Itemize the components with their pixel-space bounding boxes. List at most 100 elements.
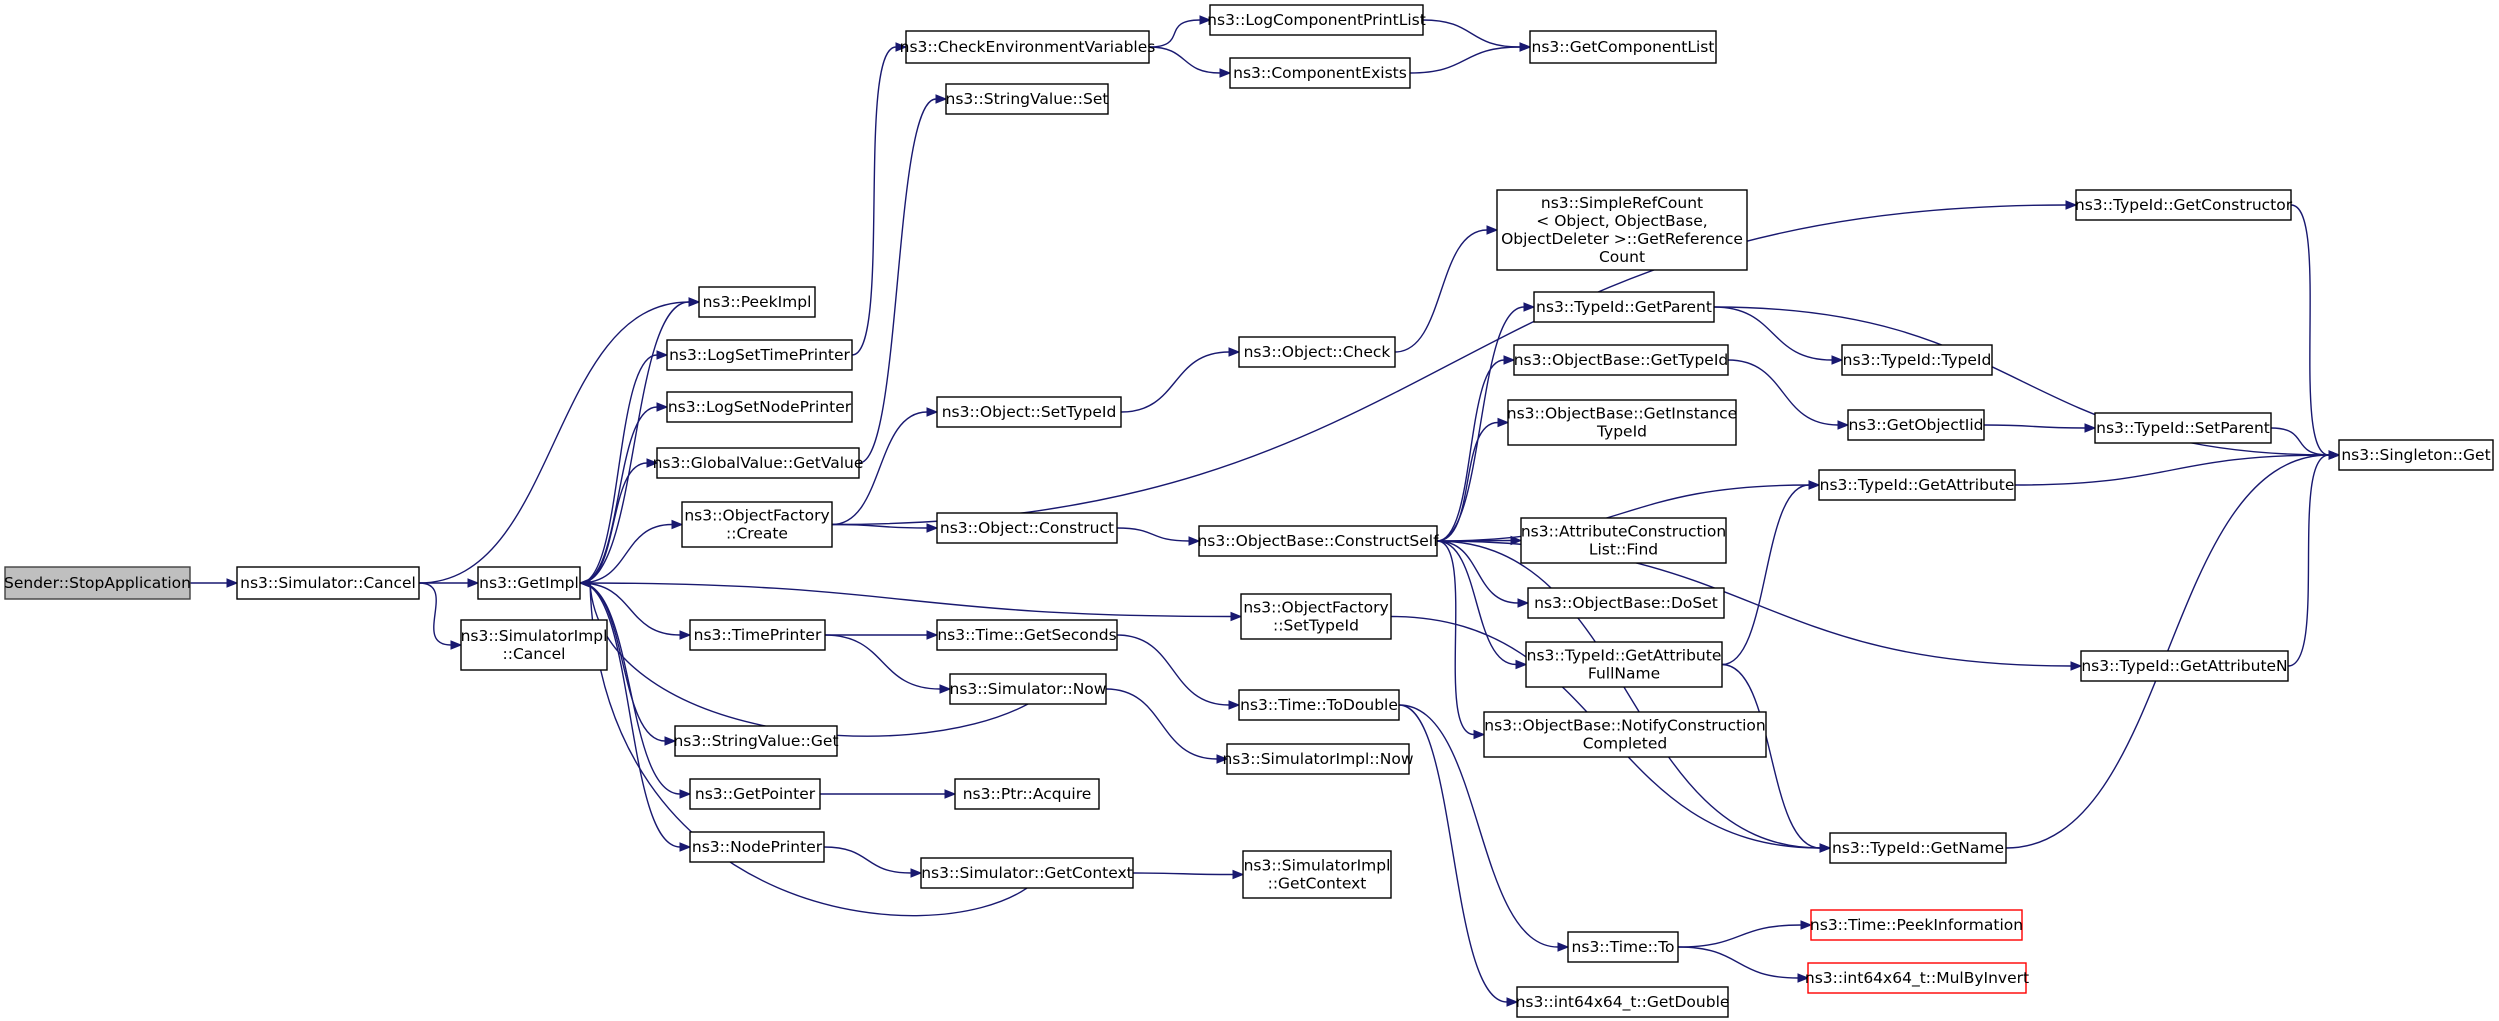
node-strget[interactable]: ns3::StringValue::Get (673, 725, 839, 757)
node-box (920, 857, 1134, 889)
node-label: ns3::int64x64_t::MulByInvert (1805, 969, 2029, 988)
edge-arrowhead (1473, 729, 1486, 740)
edge-n_timeprinter-to-n_simnow (824, 634, 952, 694)
node-simimplnow[interactable]: ns3::SimulatorImpl::Now (1222, 743, 1414, 775)
edge-line (2290, 204, 2330, 456)
edge-n_simgetcontext-to-n_getimpl (578, 578, 1028, 917)
edge-arrowhead (939, 684, 952, 694)
node-getcomplist[interactable]: ns3::GetComponentList (1529, 30, 1717, 64)
node-ofsettypeid[interactable]: ns3::ObjectFactory::SetTypeId (1240, 593, 1392, 640)
node-label: TypeId (1596, 423, 1647, 441)
edge-line (1436, 306, 1525, 542)
node-obconstructself[interactable]: ns3::ObjectBase::ConstructSelf (1197, 525, 1439, 557)
node-ofcreate[interactable]: ns3::ObjectFactory::Create (681, 501, 833, 548)
node-obdoset[interactable]: ns3::ObjectBase::DoSet (1527, 587, 1725, 619)
edge-line (418, 582, 452, 646)
node-timeprinter[interactable]: ns3::TimePrinter (689, 619, 826, 651)
node-timepeekinfo[interactable]: ns3::Time::PeekInformation (1810, 909, 2023, 941)
node-objsettypeid[interactable]: ns3::Object::SetTypeId (936, 396, 1122, 428)
node-timetodouble[interactable]: ns3::Time::ToDouble (1238, 689, 1400, 721)
node-tidtypeid[interactable]: ns3::TypeId::TypeId (1841, 344, 1993, 376)
node-simimplgetcontext[interactable]: ns3::SimulatorImpl::GetContext (1242, 850, 1392, 899)
node-tidgetattribute[interactable]: ns3::TypeId::GetAttribute (1818, 469, 2016, 501)
node-ptracquire[interactable]: ns3::Ptr::Acquire (954, 778, 1100, 810)
node-simnow[interactable]: ns3::Simulator::Now (949, 673, 1107, 705)
edge-line (1677, 946, 1799, 979)
edge-line (1148, 46, 1221, 74)
edge-line (1436, 540, 1821, 849)
node-timeto[interactable]: ns3::Time::To (1567, 931, 1679, 963)
edge-arrowhead (935, 94, 948, 104)
node-getobjectiid[interactable]: ns3::GetObjectIid (1847, 409, 1985, 441)
node-box (681, 501, 833, 548)
node-simplerefcount[interactable]: ns3::SimpleRefCount< Object, ObjectBase,… (1496, 189, 1748, 271)
node-label: ns3::TypeId::TypeId (1843, 351, 1992, 369)
node-box (1520, 517, 1727, 564)
edge-n_obconstructself-to-n_tidgetparent (1436, 302, 1536, 542)
edge-n_tidgetconstructor-to-n_singletonget (2290, 204, 2341, 460)
node-tidgetparent[interactable]: ns3::TypeId::GetParent (1533, 291, 1715, 323)
edge-arrowhead (944, 789, 957, 799)
node-label: ns3::NodePrinter (692, 838, 823, 856)
node-label: ::SetTypeId (1273, 617, 1359, 635)
edge-arrowhead (1228, 347, 1241, 357)
node-getimpl[interactable]: ns3::GetImpl (477, 566, 581, 600)
node-int64getdouble[interactable]: ns3::int64x64_t::GetDouble (1516, 986, 1730, 1018)
node-box (2094, 412, 2272, 444)
node-gvgetvalue[interactable]: ns3::GlobalValue::GetValue (653, 447, 864, 479)
node-objconstruct[interactable]: ns3::Object::Construct (936, 512, 1118, 544)
node-box (1829, 832, 2007, 864)
edge-arrowhead (926, 630, 939, 640)
edge-n_getimpl-to-n_logsetnode (579, 402, 669, 584)
node-label: ::Create (726, 525, 788, 543)
node-obgettypeid[interactable]: ns3::ObjectBase::GetTypeId (1513, 344, 1729, 376)
node-label: ns3::GetObjectIid (1848, 416, 1983, 434)
node-objcheck[interactable]: ns3::Object::Check (1238, 336, 1396, 368)
node-tidgetname[interactable]: ns3::TypeId::GetName (1829, 832, 2007, 864)
node-label: ns3::GlobalValue::GetValue (653, 454, 864, 472)
node-box (1507, 399, 1737, 446)
node-tidsetparent[interactable]: ns3::TypeId::SetParent (2094, 412, 2272, 444)
node-singletonget[interactable]: ns3::Singleton::Get (2338, 439, 2494, 471)
node-peekimpl[interactable]: ns3::PeekImpl (698, 286, 816, 318)
node-mulbyinvert[interactable]: ns3::int64x64_t::MulByInvert (1805, 962, 2029, 994)
edge-arrowhead (1219, 68, 1232, 78)
node-tidgetconstructor[interactable]: ns3::TypeId::GetConstructor (2075, 189, 2293, 221)
node-tidgetattrn[interactable]: ns3::TypeId::GetAttributeN (2080, 650, 2289, 682)
node-obnotify[interactable]: ns3::ObjectBase::NotifyConstructionCompl… (1483, 711, 1767, 758)
edge-n_getimpl-to-n_nodeprinter (579, 582, 692, 852)
node-logsettime[interactable]: ns3::LogSetTimePrinter (666, 339, 853, 371)
node-getpointer[interactable]: ns3::GetPointer (689, 778, 821, 810)
node-simimplcancel[interactable]: ns3::SimulatorImpl::Cancel (460, 619, 608, 671)
edge-arrowhead (1517, 598, 1530, 608)
node-simgetcontext[interactable]: ns3::Simulator::GetContext (920, 857, 1134, 889)
node-label: Completed (1583, 735, 1668, 753)
edge-n_cancel-to-n_simimplcancel (418, 582, 463, 650)
node-label: ns3::ObjectBase::DoSet (1534, 594, 1718, 612)
node-box (4, 566, 191, 600)
node-logsetnode[interactable]: ns3::LogSetNodePrinter (666, 391, 853, 423)
node-label: ns3::Time::ToDouble (1240, 696, 1398, 714)
node-nodeprinter[interactable]: ns3::NodePrinter (689, 831, 825, 863)
node-label: ns3::CheckEnvironmentVariables (900, 38, 1156, 56)
node-timegetseconds[interactable]: ns3::Time::GetSeconds (936, 619, 1118, 651)
node-logcompprint[interactable]: ns3::LogComponentPrintList (1207, 4, 1426, 36)
edge-arrowhead (1510, 535, 1523, 546)
node-box (1240, 593, 1392, 640)
node-label: ns3::Simulator::Cancel (240, 574, 416, 592)
node-label: ns3::SimpleRefCount (1541, 194, 1703, 212)
edge-n_getobjectiid-to-n_tidsetparent (1983, 423, 2097, 433)
node-stop[interactable]: Sender::StopApplication (4, 566, 191, 600)
node-label: ns3::GetImpl (479, 574, 579, 592)
call-graph-nodes: Sender::StopApplication ns3::Simulator::C… (4, 4, 2494, 1018)
node-cancel[interactable]: ns3::Simulator::Cancel (236, 566, 420, 600)
node-checkenv[interactable]: ns3::CheckEnvironmentVariables (900, 30, 1156, 64)
edge-arrowhead (910, 868, 923, 878)
node-strset[interactable]: ns3::StringValue::Set (945, 83, 1109, 115)
node-compexists[interactable]: ns3::ComponentExists (1229, 57, 1411, 89)
node-box (1242, 850, 1392, 899)
edge-n_ofcreate-to-n_objsettypeid (831, 407, 939, 526)
